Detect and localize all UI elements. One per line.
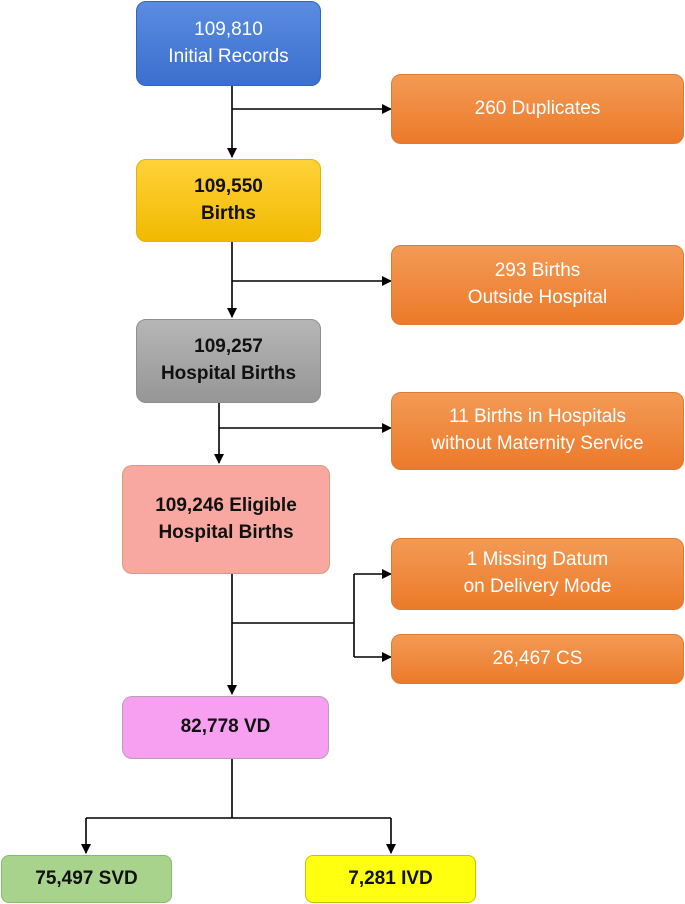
node-svd-label: 75,497 SVD — [35, 867, 138, 889]
node-no-maternity: 11 Births in Hospitals without Maternity… — [391, 392, 684, 470]
node-hospital-count: 109,257 — [194, 336, 263, 358]
node-outside-line2: Outside Hospital — [467, 287, 608, 308]
node-vd-label: 82,778 VD — [180, 716, 271, 738]
node-duplicates: 260 Duplicates — [391, 74, 684, 144]
node-ivd: 7,281 IVD — [305, 855, 476, 903]
node-births: 109,550 Births — [136, 159, 321, 242]
node-cs: 26,467 CS — [391, 634, 684, 684]
node-hospital-births: 109,257 Hospital Births — [136, 319, 321, 403]
node-outside-hospital: 293 Births Outside Hospital — [391, 245, 684, 325]
node-births-count: 109,550 — [194, 175, 263, 197]
node-initial-count: 109,810 — [194, 18, 263, 40]
node-missing-datum: 1 Missing Datum on Delivery Mode — [391, 538, 684, 610]
node-nomat-line1: 11 Births in Hospitals — [448, 406, 627, 428]
node-nomat-line2: without Maternity Service — [431, 433, 644, 454]
node-eligible-hospital-births: 109,246 Eligible Hospital Births — [122, 465, 330, 574]
node-duplicates-label: 260 Duplicates — [474, 97, 601, 119]
node-eligible-line1: 109,246 Eligible — [155, 494, 297, 516]
node-hospital-label: Hospital Births — [160, 363, 297, 384]
node-births-label: Births — [201, 202, 256, 224]
node-outside-line1: 293 Births — [494, 260, 581, 282]
node-initial-label: Initial Records — [168, 45, 289, 67]
node-missing-line2: on Delivery Mode — [463, 576, 612, 597]
node-eligible-line2: Hospital Births — [158, 521, 294, 543]
node-missing-line1: 1 Missing Datum — [466, 549, 609, 571]
node-cs-label: 26,467 CS — [492, 647, 583, 669]
node-svd: 75,497 SVD — [1, 855, 172, 903]
node-ivd-label: 7,281 IVD — [348, 867, 433, 889]
node-vd: 82,778 VD — [122, 696, 329, 759]
node-initial-records: 109,810 Initial Records — [136, 1, 321, 86]
